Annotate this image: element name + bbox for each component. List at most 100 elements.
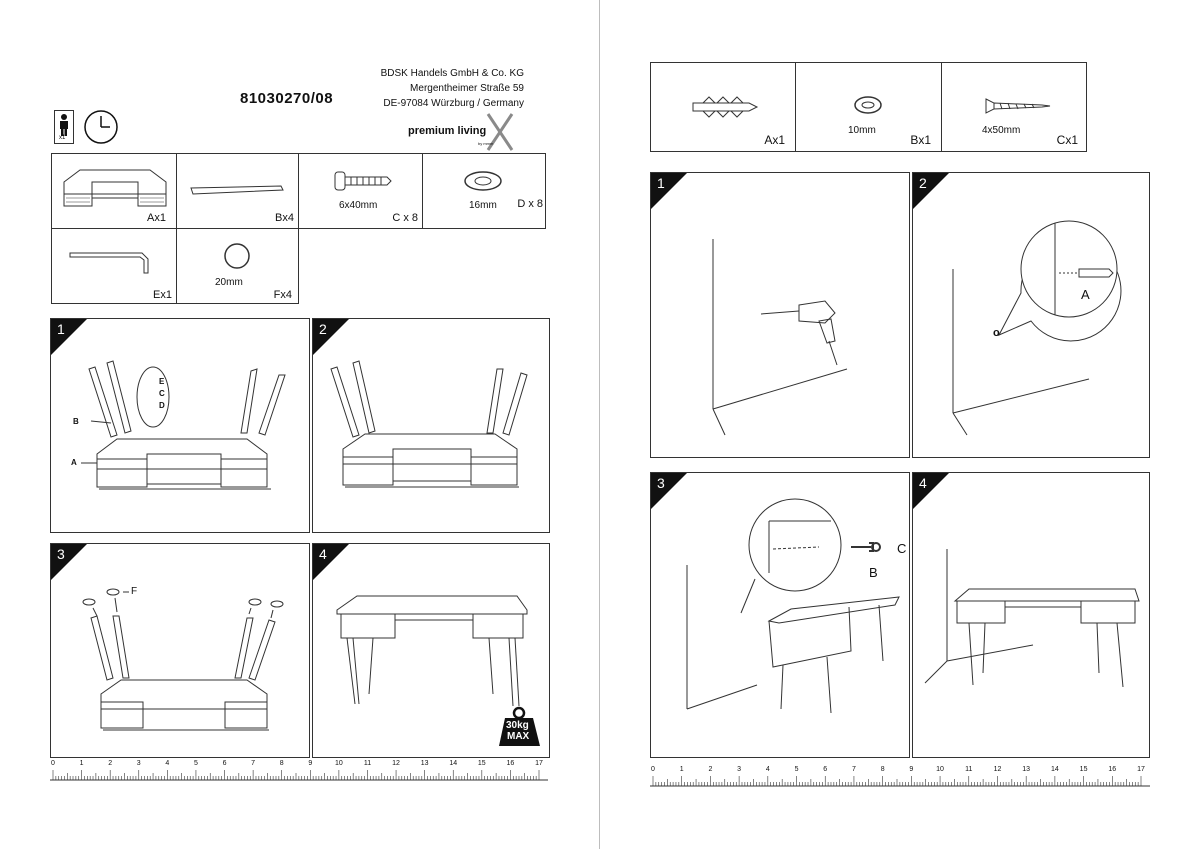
right-part-c-size: 4x50mm: [982, 125, 1021, 136]
part-b-qty: Bx4: [275, 212, 294, 224]
brand-name: premium living: [408, 125, 487, 137]
ruler-label: 0: [51, 760, 55, 767]
step2-illustration: [330, 360, 528, 488]
ruler-label: 17: [535, 760, 543, 767]
article-number: 81030270/08: [240, 90, 334, 107]
left-step-3: F 3: [50, 543, 310, 758]
ruler-label: 1: [679, 766, 684, 773]
step-number: 3: [657, 475, 665, 491]
step1-label-e: E: [159, 377, 165, 386]
step-number: 1: [57, 321, 65, 337]
ruler-label: 7: [851, 766, 856, 773]
part-cell-b: Bx4: [177, 154, 299, 228]
step-number: 2: [319, 321, 327, 337]
ruler-label: 3: [136, 760, 141, 767]
ruler-label: 17: [1137, 766, 1145, 773]
part-cell-c: 6x40mm C x 8: [299, 154, 423, 228]
right-part-cell-c: 4x50mm Cx1: [942, 63, 1088, 151]
right-part-cell-b: 10mm Bx1: [796, 63, 942, 151]
ruler-label: 13: [1022, 766, 1031, 773]
ruler-label: 14: [1050, 766, 1059, 773]
ruler-label: 10: [936, 766, 944, 773]
page-divider: [599, 0, 600, 849]
step1-label-b: B: [73, 417, 79, 426]
ruler-label: 10: [334, 760, 343, 767]
right-part-a-qty: Ax1: [764, 133, 785, 147]
person-icon: x1: [54, 110, 74, 144]
ruler-label: 2: [108, 760, 113, 767]
step-number: 4: [319, 546, 327, 562]
desk-top-icon: [63, 169, 167, 207]
part-d-qty: D x 8: [517, 198, 543, 210]
ruler-label: 1: [79, 760, 84, 767]
part-cell-f: 20mm Fx4: [177, 229, 300, 303]
right-part-c-qty: Cx1: [1056, 133, 1078, 147]
right-part-b-qty: Bx1: [910, 133, 931, 147]
ruler-label: 4: [165, 760, 170, 767]
ruler-label: 16: [1108, 766, 1117, 773]
step-badge: 1: [651, 173, 687, 209]
parts-table-row-2: Ex1 20mm Fx4: [51, 228, 299, 304]
step1-illustration: [81, 360, 286, 490]
company-street: Mergentheimer Straße 59: [410, 83, 524, 94]
clock-icon: [84, 110, 118, 144]
part-e-qty: Ex1: [153, 289, 172, 301]
ruler-label: 14: [449, 760, 458, 767]
finished-desk-illustration: [924, 549, 1140, 688]
right-parts-table: Ax1 10mm Bx1 4x50mm Cx1: [650, 62, 1087, 152]
step-badge: 4: [313, 544, 349, 580]
left-step-2: 2: [312, 318, 550, 533]
parts-table-row-1: Ax1 Bx4 6x40mm C x 8 16mm: [51, 153, 546, 229]
ruler-label: 5: [794, 766, 799, 773]
step-badge: 3: [651, 473, 687, 509]
washer-icon: [464, 171, 502, 191]
right-step-3: C B 3: [650, 472, 910, 758]
step3-label-f: F: [131, 586, 138, 597]
right-step-1: 1: [650, 172, 910, 458]
ruler-label: 2: [708, 766, 713, 773]
ruler-label: 12: [392, 760, 400, 767]
step-badge: 2: [313, 319, 349, 355]
allen-key-icon: [69, 252, 149, 274]
wood-screw-icon: [985, 98, 1051, 114]
ruler-label: 15: [477, 760, 486, 767]
ruler-label: 16: [506, 760, 515, 767]
step-number: 4: [919, 475, 927, 491]
ruler-label: 9: [909, 766, 914, 773]
brand-sub: by mmm: [478, 141, 494, 146]
right-step-4: 4: [912, 472, 1150, 758]
step4-illustration: [336, 595, 528, 707]
step2-marker: o: [993, 327, 1000, 339]
brand-logo: premium living by mmm: [408, 112, 520, 152]
person-count: x1: [59, 135, 66, 141]
company-name: BDSK Handels GmbH & Co. KG: [380, 68, 524, 79]
step-number: 1: [657, 175, 665, 191]
ruler-label: 4: [765, 766, 770, 773]
ruler-label: 6: [823, 766, 828, 773]
right-part-b-size: 10mm: [848, 125, 876, 136]
ruler-label: 6: [222, 760, 227, 767]
step-badge: 4: [913, 473, 949, 509]
ruler-label: 5: [193, 760, 198, 767]
ruler-ticks: [650, 776, 1150, 787]
ruler-label: 9: [308, 760, 313, 767]
step-badge: 1: [51, 319, 87, 355]
brand-x-mark: [486, 113, 514, 151]
ruler-label: 8: [279, 760, 284, 767]
wall-plug-icon: [692, 96, 759, 118]
weight-icon: [499, 706, 540, 746]
part-a-qty: Ax1: [147, 212, 166, 224]
ruler-label: 11: [965, 766, 973, 773]
step2-label-a: A: [1081, 287, 1090, 302]
part-f-size: 20mm: [215, 277, 243, 288]
part-cell-a: Ax1: [52, 154, 177, 228]
leg-icon: [190, 185, 284, 195]
step3-illustration: [82, 588, 284, 731]
part-c-qty: C x 8: [392, 212, 418, 224]
part-f-qty: Fx4: [273, 289, 292, 301]
weight-value: 30kg: [506, 720, 529, 731]
step3-label-c: C: [897, 541, 907, 556]
step-number: 2: [919, 175, 927, 191]
